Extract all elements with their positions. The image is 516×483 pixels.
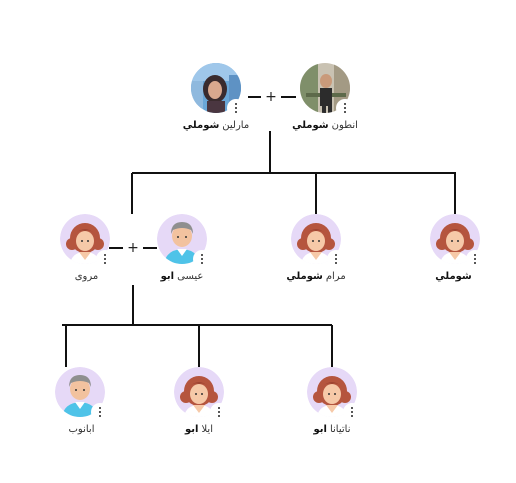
man-avatar-icon: [157, 214, 207, 264]
woman-avatar-icon: [430, 214, 480, 264]
woman-avatar-icon: [307, 367, 357, 417]
avatar[interactable]: [291, 214, 345, 268]
add-partner-plus[interactable]: +: [264, 89, 278, 105]
more-vertical-icon[interactable]: [96, 250, 114, 268]
person-card-marwa[interactable]: مروى: [20, 214, 150, 283]
avatar[interactable]: [55, 367, 109, 421]
more-vertical-icon[interactable]: [91, 403, 109, 421]
avatar[interactable]: [174, 367, 228, 421]
first-name: مرام: [325, 271, 346, 282]
person-card-natiana[interactable]: ناتيانا ابو: [267, 367, 397, 436]
more-vertical-icon[interactable]: [336, 99, 354, 117]
avatar[interactable]: [157, 214, 211, 268]
person-name: مرام شوملي: [251, 271, 381, 283]
first-name: انطون: [331, 120, 358, 131]
first-name: ابانوب: [68, 424, 95, 435]
avatar[interactable]: [300, 63, 354, 117]
person-name: ابانوب: [15, 424, 145, 436]
person-name: مارلين شوملي: [151, 120, 281, 132]
first-name: ناتيانا: [329, 424, 351, 435]
person-card-ayla[interactable]: ايلا ابو: [134, 367, 264, 436]
last-name: شوملي: [292, 120, 329, 131]
woman-avatar-icon: [174, 367, 224, 417]
avatar[interactable]: [191, 63, 245, 117]
more-vertical-icon[interactable]: [343, 403, 361, 421]
photo-man-icon: [300, 63, 350, 113]
last-name: شوملي: [286, 271, 323, 282]
person-name: ناتيانا ابو: [267, 424, 397, 436]
person-name: انطون شوملي: [260, 120, 390, 132]
first-name: عيسى: [177, 271, 204, 282]
last-name: ابو: [313, 424, 327, 435]
last-name: ابو: [160, 271, 175, 282]
first-name: مارلين: [222, 120, 250, 131]
avatar[interactable]: [60, 214, 114, 268]
person-name: مروى: [20, 271, 150, 283]
person-name: عيسى ابو: [117, 271, 247, 283]
last-name: شوملي: [182, 120, 220, 131]
person-card-marleen[interactable]: مارلين شوملي: [151, 63, 281, 132]
first-name: ايلا: [201, 424, 213, 435]
avatar[interactable]: [430, 214, 484, 268]
more-vertical-icon[interactable]: [227, 99, 245, 117]
more-vertical-icon[interactable]: [466, 250, 484, 268]
avatar[interactable]: [307, 367, 361, 421]
person-card-issa[interactable]: عيسى ابو: [117, 214, 247, 283]
more-vertical-icon[interactable]: [327, 250, 345, 268]
more-vertical-icon[interactable]: [193, 250, 211, 268]
last-name: ابو: [185, 424, 199, 435]
woman-avatar-icon: [291, 214, 341, 264]
add-partner-plus[interactable]: +: [126, 240, 140, 256]
person-card-anton[interactable]: انطون شوملي: [260, 63, 390, 132]
woman-avatar-icon: [60, 214, 110, 264]
more-vertical-icon[interactable]: [210, 403, 228, 421]
person-card-anob[interactable]: ابانوب: [15, 367, 145, 436]
person-card-partial[interactable]: شوملي: [390, 214, 516, 283]
first-name: مروى: [74, 271, 99, 282]
person-name: ايلا ابو: [134, 424, 264, 436]
man-avatar-icon: [55, 367, 105, 417]
person-name: شوملي: [390, 271, 516, 283]
last-name: شوملي: [435, 271, 472, 282]
person-card-maram[interactable]: مرام شوملي: [251, 214, 381, 283]
